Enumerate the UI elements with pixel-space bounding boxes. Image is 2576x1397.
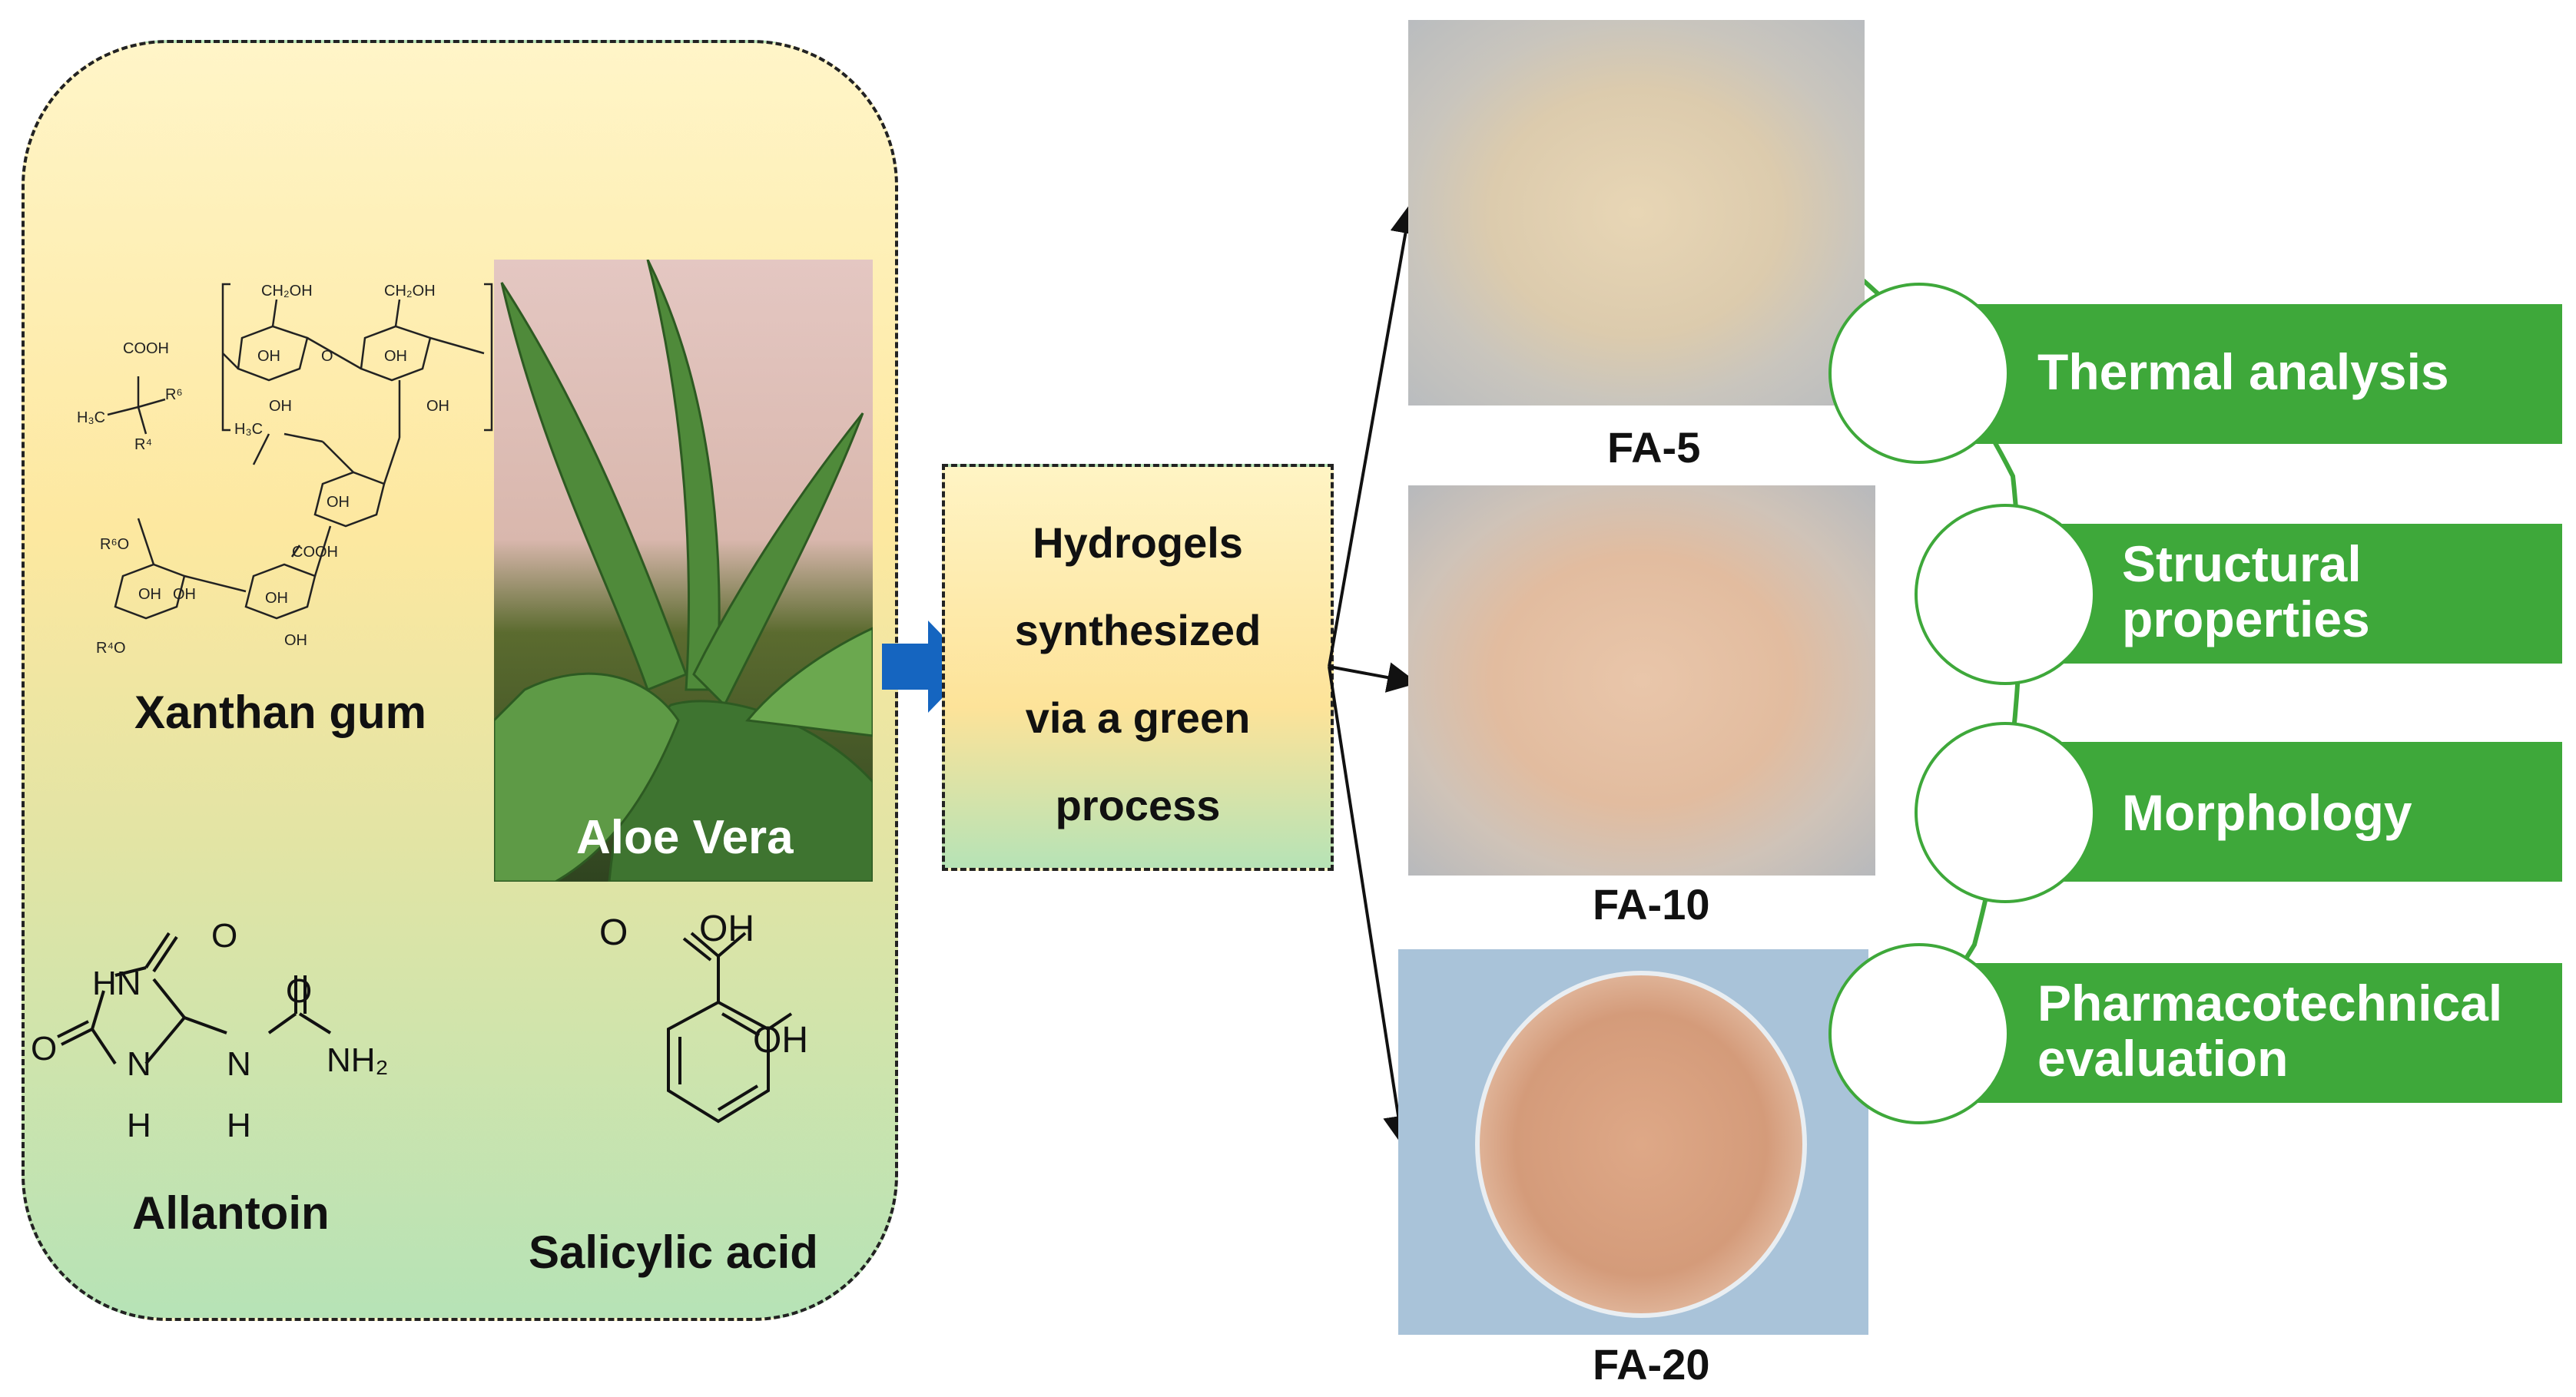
- oh-label: OH: [426, 398, 449, 415]
- ch2oh-label: CH₂OH: [384, 283, 436, 300]
- process-box: [942, 464, 1334, 871]
- n-label: N: [227, 1045, 251, 1083]
- cooh-label: COOH: [292, 544, 338, 561]
- h-label: H: [127, 1107, 151, 1144]
- allantoin-structure: HN O O N H N H O NH₂: [31, 918, 389, 1144]
- oh-label: OH: [384, 348, 407, 365]
- oh-label: OH: [284, 632, 307, 649]
- aloe-vera-label: Aloe Vera: [576, 811, 794, 864]
- o-label: O: [211, 918, 237, 955]
- n-label: N: [127, 1045, 151, 1083]
- oh-label: OH: [173, 586, 196, 603]
- analysis-node-pharmaco: [1828, 943, 2010, 1124]
- o-label: O: [599, 912, 628, 953]
- oh-label: OH: [257, 348, 280, 365]
- h3c-label: H₃C: [234, 421, 263, 438]
- ch2oh-label: CH₂OH: [261, 283, 313, 300]
- aloe-vera-photo: [494, 260, 873, 882]
- analysis-bar-morphology: [2004, 742, 2562, 882]
- analysis-bar-thermal: [1928, 304, 2562, 444]
- analysis-node-morphology: [1915, 722, 2096, 903]
- allantoin-label: Allantoin: [132, 1187, 330, 1239]
- analysis-node-structural: [1915, 504, 2096, 685]
- oh-label: OH: [138, 586, 161, 603]
- salicylic-acid-label: Salicylic acid: [529, 1227, 818, 1278]
- h-label: H: [227, 1107, 251, 1144]
- analysis-label-morphology: Morphology: [2122, 784, 2412, 841]
- nh2-label: NH₂: [327, 1041, 389, 1079]
- oh-label: OH: [265, 590, 288, 607]
- oh-label: OH: [327, 494, 350, 511]
- cooh-label: COOH: [123, 340, 169, 357]
- xanthan-gum-structure: CH₂OH CH₂OH OH O OH OH OH COOH R⁶ H₃C R⁴…: [77, 283, 493, 657]
- r6o-label: R⁶O: [100, 536, 129, 553]
- salicylic-acid-structure: O OH OH: [599, 909, 808, 1124]
- process-text: Hydrogels synthesized via a green proces…: [1014, 518, 1261, 829]
- oh-label: OH: [269, 398, 292, 415]
- analysis-bar-structural: [2004, 524, 2562, 664]
- o-label: O: [31, 1030, 57, 1068]
- xanthan-gum-label: Xanthan gum: [134, 687, 427, 738]
- r6-label: R⁶: [165, 386, 183, 403]
- aloe-leaves: [494, 260, 873, 882]
- r4o-label: R⁴O: [96, 640, 126, 657]
- r4-label: R⁴: [134, 436, 152, 453]
- analysis-bar-pharmaco: [1928, 963, 2562, 1103]
- analysis-label-structural: Structural properties: [2122, 535, 2370, 647]
- analysis-label-thermal: Thermal analysis: [2037, 343, 2449, 400]
- oh-label: OH: [699, 909, 754, 949]
- o-label: O: [321, 348, 333, 365]
- o-label: O: [286, 972, 312, 1010]
- sample-photo-fa5: [1408, 20, 1865, 406]
- oh-label: OH: [753, 1020, 808, 1061]
- petri-dish: [1475, 971, 1807, 1318]
- sample-photo-fa10: [1408, 485, 1875, 876]
- sample-label-fa10: FA-10: [1593, 880, 1710, 929]
- analysis-label-pharmaco: Pharmacotechnical evaluation: [2037, 975, 2503, 1087]
- sample-label-fa20: FA-20: [1593, 1340, 1710, 1389]
- hn-label: HN: [92, 965, 141, 1002]
- sample-photo-fa20: [1398, 949, 1868, 1335]
- h3c-label: H₃C: [77, 409, 105, 426]
- analysis-node-thermal: [1828, 283, 2010, 464]
- sample-label-fa5: FA-5: [1607, 423, 1701, 472]
